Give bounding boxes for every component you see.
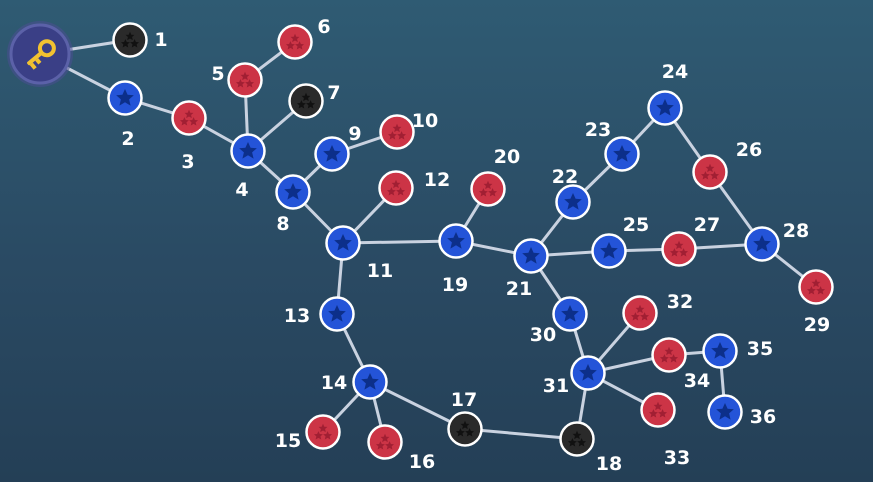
level-node-label: 35 bbox=[747, 338, 773, 360]
level-node-16[interactable]: 16 bbox=[367, 424, 436, 474]
level-node-20[interactable]: 20 bbox=[470, 146, 521, 207]
level-node-circle bbox=[661, 231, 697, 267]
level-node-25[interactable]: 25 bbox=[591, 214, 650, 269]
level-node-15[interactable]: 15 bbox=[275, 414, 341, 453]
level-node-label: 1 bbox=[154, 29, 167, 51]
level-node-circle bbox=[379, 114, 415, 150]
level-node-circle bbox=[640, 392, 676, 428]
level-node-35[interactable]: 35 bbox=[702, 333, 774, 369]
level-node-circle bbox=[559, 421, 595, 457]
level-node-5[interactable]: 5 bbox=[211, 62, 263, 98]
level-node-circle bbox=[171, 100, 207, 136]
path-edge bbox=[463, 427, 579, 441]
level-node-26[interactable]: 26 bbox=[692, 139, 763, 190]
level-node-32[interactable]: 32 bbox=[622, 291, 694, 331]
level-node-label: 25 bbox=[623, 214, 649, 236]
level-node-9[interactable]: 9 bbox=[314, 123, 362, 172]
level-node-3[interactable]: 3 bbox=[171, 100, 207, 174]
level-node-11[interactable]: 11 bbox=[325, 225, 394, 283]
level-node-circle bbox=[378, 170, 414, 206]
level-node-label: 3 bbox=[181, 151, 194, 173]
level-node-label: 27 bbox=[694, 214, 720, 236]
level-node-label: 20 bbox=[494, 146, 520, 168]
path-edge bbox=[341, 239, 458, 245]
key-icon bbox=[27, 39, 56, 70]
level-node-8[interactable]: 8 bbox=[275, 174, 311, 236]
level-node-circle bbox=[798, 269, 834, 305]
start-key-node[interactable] bbox=[7, 21, 73, 87]
level-node-label: 9 bbox=[348, 123, 361, 145]
level-node-circle bbox=[288, 83, 324, 119]
level-node-label: 13 bbox=[284, 305, 310, 327]
level-node-label: 32 bbox=[667, 291, 693, 313]
level-node-33[interactable]: 33 bbox=[640, 392, 691, 470]
level-node-17[interactable]: 17 bbox=[447, 389, 483, 447]
level-node-label: 30 bbox=[530, 324, 556, 346]
level-node-36[interactable]: 36 bbox=[707, 394, 777, 430]
level-node-label: 28 bbox=[783, 220, 809, 242]
level-node-circle bbox=[447, 411, 483, 447]
level-node-label: 7 bbox=[327, 82, 340, 104]
level-node-29[interactable]: 29 bbox=[798, 269, 834, 337]
level-node-label: 2 bbox=[121, 128, 134, 150]
level-node-27[interactable]: 27 bbox=[661, 214, 721, 267]
level-nodes: 1234567891011121314151617181920212223242… bbox=[107, 16, 834, 476]
level-node-circle bbox=[470, 171, 506, 207]
level-node-label: 36 bbox=[750, 406, 776, 428]
level-node-label: 5 bbox=[211, 63, 224, 85]
level-node-circle bbox=[651, 337, 687, 373]
level-node-19[interactable]: 19 bbox=[438, 223, 474, 297]
level-node-22[interactable]: 22 bbox=[552, 166, 591, 220]
level-node-label: 18 bbox=[596, 453, 622, 475]
level-node-30[interactable]: 30 bbox=[530, 296, 588, 347]
level-node-label: 15 bbox=[275, 430, 301, 452]
level-node-circle bbox=[305, 414, 341, 450]
level-node-label: 17 bbox=[451, 389, 477, 411]
level-node-label: 19 bbox=[442, 274, 468, 296]
level-node-label: 31 bbox=[543, 375, 569, 397]
level-node-circle bbox=[277, 24, 313, 60]
level-node-label: 26 bbox=[736, 139, 762, 161]
level-node-14[interactable]: 14 bbox=[321, 364, 388, 400]
level-node-label: 24 bbox=[662, 61, 688, 83]
level-node-circle bbox=[622, 295, 658, 331]
level-node-18[interactable]: 18 bbox=[559, 421, 623, 476]
level-node-12[interactable]: 12 bbox=[378, 169, 451, 206]
level-node-circle bbox=[227, 62, 263, 98]
level-node-circle bbox=[692, 154, 728, 190]
level-node-6[interactable]: 6 bbox=[277, 16, 331, 60]
level-node-circle bbox=[367, 424, 403, 460]
level-node-label: 29 bbox=[804, 314, 830, 336]
level-node-2[interactable]: 2 bbox=[107, 80, 143, 151]
level-node-label: 21 bbox=[506, 278, 532, 300]
level-node-34[interactable]: 34 bbox=[651, 337, 711, 393]
level-node-21[interactable]: 21 bbox=[506, 238, 549, 301]
level-node-4[interactable]: 4 bbox=[230, 133, 266, 202]
level-node-24[interactable]: 24 bbox=[647, 61, 689, 126]
level-node-31[interactable]: 31 bbox=[543, 355, 606, 398]
level-node-label: 12 bbox=[424, 169, 450, 191]
level-node-label: 11 bbox=[367, 260, 393, 282]
level-node-label: 23 bbox=[585, 119, 611, 141]
level-node-23[interactable]: 23 bbox=[585, 119, 640, 172]
level-node-label: 16 bbox=[409, 451, 435, 473]
level-node-label: 6 bbox=[317, 16, 330, 38]
level-node-label: 14 bbox=[321, 372, 347, 394]
level-node-label: 4 bbox=[235, 179, 248, 201]
level-node-circle bbox=[112, 22, 148, 58]
level-node-10[interactable]: 10 bbox=[379, 110, 439, 150]
level-node-13[interactable]: 13 bbox=[284, 296, 355, 332]
level-node-1[interactable]: 1 bbox=[112, 22, 168, 58]
level-node-label: 22 bbox=[552, 166, 578, 188]
level-node-label: 34 bbox=[684, 370, 710, 392]
level-node-7[interactable]: 7 bbox=[288, 82, 341, 119]
level-node-label: 8 bbox=[276, 213, 289, 235]
level-node-label: 33 bbox=[664, 447, 690, 469]
level-node-label: 10 bbox=[412, 110, 438, 132]
level-node-28[interactable]: 28 bbox=[744, 220, 810, 262]
